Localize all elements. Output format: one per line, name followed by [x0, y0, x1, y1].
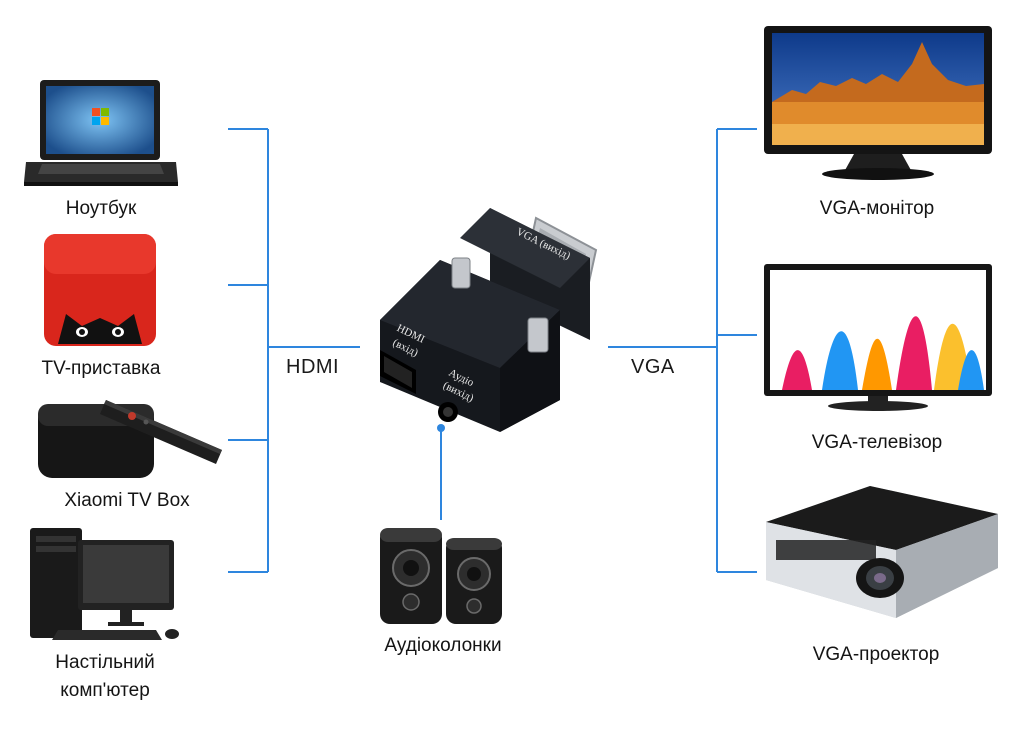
tv-box-icon: [42, 232, 158, 350]
media-player-icon: [36, 390, 228, 482]
desktop-label-line2: комп'ютер: [60, 680, 150, 701]
tv-icon: [762, 262, 994, 414]
desktop-computer-icon: [28, 526, 182, 644]
hdmi-vga-adapter: VGA (вихід) HDMI (вхід) Аудіо (вихід): [360, 200, 610, 440]
laptop-icon: [22, 78, 180, 188]
vga-bus-label: VGA: [631, 356, 675, 378]
xiaomi-label: Xiaomi TV Box: [64, 490, 190, 511]
projector-label: VGA-проектор: [812, 644, 940, 665]
tv-box-label: TV-приставка: [41, 358, 161, 379]
monitor-icon: [762, 24, 994, 184]
speakers-label: Аудіоколонки: [384, 635, 502, 656]
tv-label: VGA-телевізор: [811, 432, 943, 453]
speakers-icon: [378, 524, 506, 628]
projector-icon: [760, 476, 1000, 622]
laptop-label: Ноутбук: [65, 198, 137, 219]
desktop-label-line1: Настільний: [55, 652, 155, 673]
hdmi-bus-label: HDMI: [286, 356, 340, 378]
monitor-label: VGA-монітор: [819, 198, 935, 219]
